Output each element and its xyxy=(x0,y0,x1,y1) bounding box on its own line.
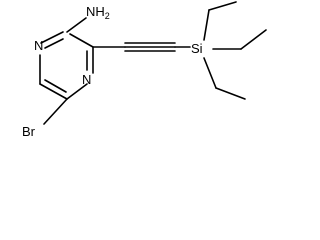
bond-c5-bromine xyxy=(43,98,68,125)
bond-n4-c5 xyxy=(66,83,88,100)
bond-c5-c6 xyxy=(39,83,68,100)
ethyl-group-top xyxy=(203,1,237,41)
ethyl-group-bottom xyxy=(203,57,246,100)
bromine-label: Br xyxy=(22,124,36,139)
silicon-label: Si xyxy=(191,41,203,56)
pyrazine-ring xyxy=(39,31,94,100)
bond-c2-amine xyxy=(66,17,87,33)
ethyl-group-right xyxy=(212,29,267,50)
bond-c5-c6-inner xyxy=(44,79,67,93)
chemical-structure: N N NH2 Br Si xyxy=(22,1,267,139)
nitrogen-4-label: N xyxy=(82,72,91,87)
bond-n1-c2 xyxy=(40,31,64,44)
amine-label: NH2 xyxy=(86,4,110,21)
bond-c2-c3 xyxy=(69,33,94,48)
bond-n1-c2-inner xyxy=(44,38,64,49)
nitrogen-1-label: N xyxy=(34,38,43,53)
triple-bond xyxy=(124,42,176,52)
